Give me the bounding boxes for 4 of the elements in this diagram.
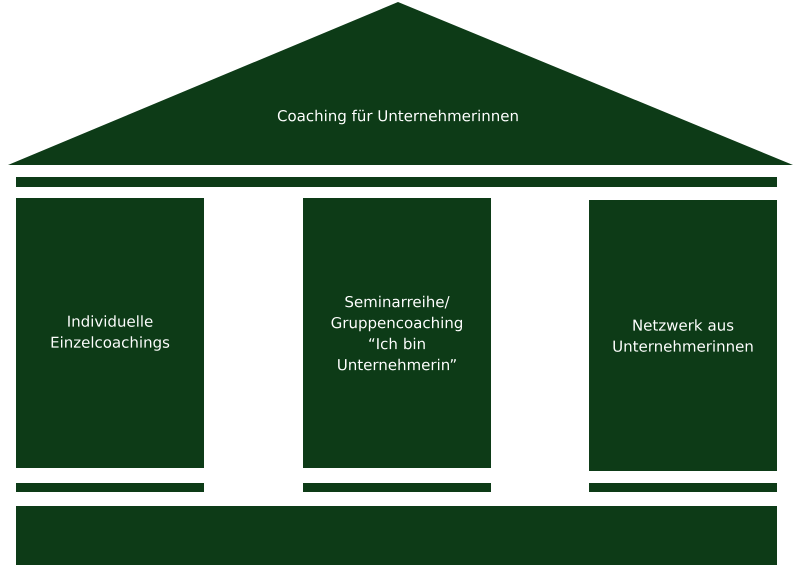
pillar-box: Seminarreihe/ Gruppencoaching “Ich bin Unternehmerin”: [303, 198, 491, 468]
roof-triangle: Coaching für Unternehmerinnen: [8, 2, 793, 165]
pillar-box: Individuelle Einzelcoachings: [16, 198, 204, 468]
pillar-box: Netzwerk aus Unternehmerinnen: [589, 200, 777, 471]
